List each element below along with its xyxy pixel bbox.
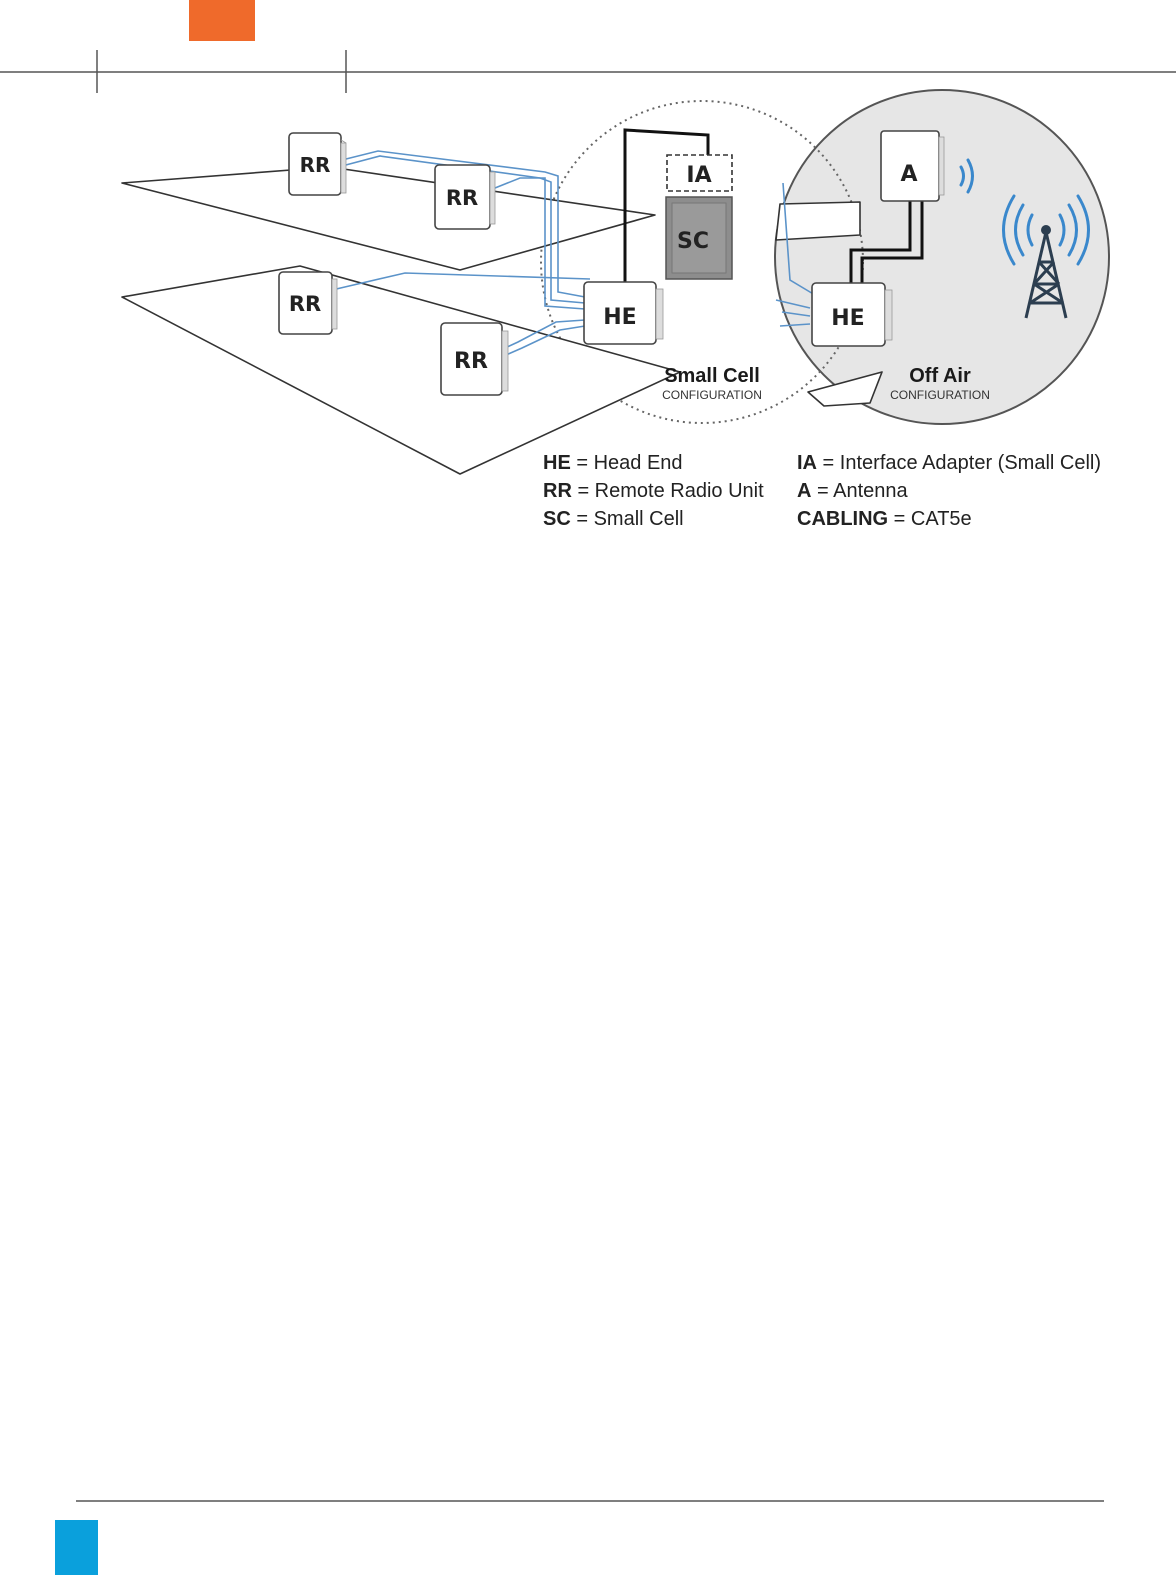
small-cell-subtitle: CONFIGURATION bbox=[662, 388, 762, 402]
remote-radio-unit: RR bbox=[288, 132, 347, 196]
off-air-plane-wedges bbox=[775, 201, 883, 407]
off-air-config-label: Off Air CONFIGURATION bbox=[890, 365, 990, 402]
legend-item: CABLING = CAT5e bbox=[797, 508, 972, 530]
floor-planes bbox=[121, 166, 681, 475]
interface-adapter: IA bbox=[666, 154, 733, 192]
legend-item: A = Antenna bbox=[797, 480, 909, 502]
remote-radio-unit: RR bbox=[440, 322, 509, 396]
head-end-unit: HE bbox=[583, 281, 664, 345]
ia-label: IA bbox=[686, 163, 711, 188]
he-label: HE bbox=[603, 305, 636, 330]
upper-floor-plane bbox=[121, 166, 656, 271]
sc-label: SC bbox=[677, 229, 709, 254]
rr-label: RR bbox=[446, 186, 478, 210]
lower-floor-plane bbox=[121, 265, 681, 475]
antenna-unit: A bbox=[880, 130, 945, 202]
rr-label: RR bbox=[300, 153, 331, 177]
off-air-subtitle: CONFIGURATION bbox=[890, 388, 990, 402]
legend-item: RR = Remote Radio Unit bbox=[543, 480, 764, 502]
legend-item: SC = Small Cell bbox=[543, 508, 684, 530]
small-cell-config-label: Small Cell CONFIGURATION bbox=[662, 365, 762, 402]
orange-header-tab bbox=[189, 0, 255, 41]
he-label: HE bbox=[831, 306, 864, 331]
legend-item: HE = Head End bbox=[543, 452, 683, 474]
legend-item: IA = Interface Adapter (Small Cell) bbox=[797, 452, 1101, 474]
small-cell-unit: SC bbox=[665, 196, 733, 280]
header-rules bbox=[0, 50, 1176, 93]
radio-waves-icon bbox=[959, 158, 974, 194]
rr-label: RR bbox=[289, 292, 321, 316]
rr-label: RR bbox=[454, 349, 488, 374]
a-label: A bbox=[900, 162, 917, 187]
blue-footer-tab bbox=[55, 1520, 98, 1575]
black-cables bbox=[623, 128, 924, 290]
remote-radio-unit: RR bbox=[434, 164, 496, 230]
head-end-unit: HE bbox=[811, 282, 893, 347]
cell-tower-icon bbox=[1002, 194, 1090, 319]
legend-left: HE = Head End RR = Remote Radio Unit SC … bbox=[543, 452, 764, 530]
legend-right: IA = Interface Adapter (Small Cell) A = … bbox=[797, 452, 1101, 530]
small-cell-title: Small Cell bbox=[664, 365, 760, 387]
remote-radio-unit: RR bbox=[278, 271, 338, 335]
off-air-title: Off Air bbox=[909, 365, 971, 387]
